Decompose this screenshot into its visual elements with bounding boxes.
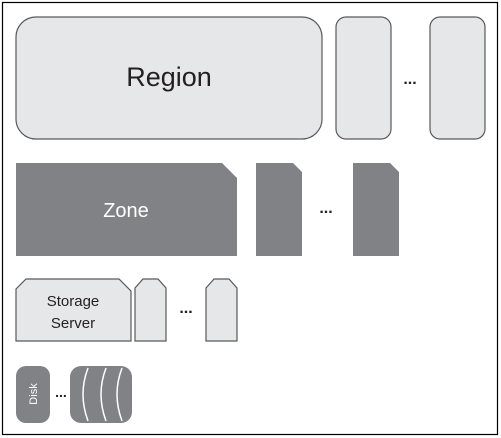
disk-stack-divider-3 [116,367,123,422]
zone-ellipsis: ... [319,200,332,217]
disk-stack-divider-2 [100,367,107,422]
storage-server-label-line2: Server [51,315,95,332]
zone-box-small-1 [256,163,302,256]
storage-server-box [15,278,132,342]
zone-box-small-2 [353,163,399,256]
disk-stack [70,366,132,423]
region-label: Region [126,62,212,92]
region-ellipsis: ... [403,71,416,88]
region-box [15,16,323,140]
region-box-small-2 [429,16,486,140]
disk-label: Disk [28,383,40,405]
zone-box [16,163,237,256]
storage-server-box-small-2 [205,278,238,342]
disk-stack-divider-1 [82,367,89,422]
zone-label: Zone [103,200,149,222]
disk-cylinder [16,366,50,423]
storage-server-ellipsis: ... [179,300,192,317]
storage-server-box-small-1 [134,278,167,342]
disk-ellipsis: ... [55,384,67,400]
storage-server-label-line1: Storage [47,293,100,310]
region-box-small-1 [335,16,392,140]
